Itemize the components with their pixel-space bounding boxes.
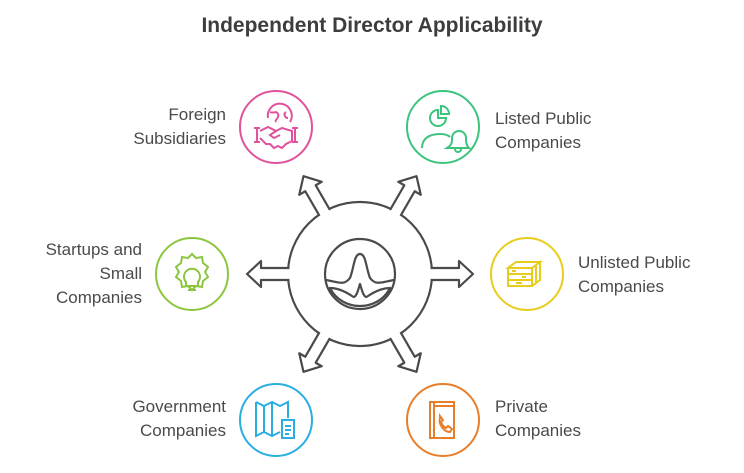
unlisted-public-node [490, 237, 564, 311]
listed-public-node [406, 90, 480, 164]
diagram-title: Independent Director Applicability [201, 14, 543, 37]
label-line: Foreign [168, 105, 226, 124]
bell-curve-icon [325, 252, 395, 308]
label-line: Companies [578, 277, 664, 296]
label-government: Government Companies [90, 395, 226, 443]
private-node [406, 383, 480, 457]
label-startups: Startups and Small Companies [10, 238, 142, 310]
label-foreign-subsidiaries: Foreign Subsidiaries [100, 103, 226, 151]
globe-handshake-icon [254, 102, 298, 150]
label-line: Companies [495, 421, 581, 440]
money-stack-icon [505, 260, 543, 287]
phone-book-icon [429, 401, 455, 439]
label-line: Unlisted Public [578, 253, 691, 272]
label-private: Private Companies [495, 395, 581, 443]
startups-node [155, 237, 229, 311]
label-line: Subsidiaries [133, 129, 226, 148]
label-line: Listed Public [495, 109, 592, 128]
map-document-icon [255, 400, 295, 439]
foreign-subsidiaries-node [239, 90, 313, 164]
bell-curve-icon-frame [323, 237, 397, 311]
person-chart-bell-icon [421, 104, 472, 153]
label-line: Companies [495, 133, 581, 152]
label-line: Startups and [45, 240, 142, 259]
label-line: Small [99, 264, 142, 283]
label-line: Companies [56, 288, 142, 307]
label-listed-public: Listed Public Companies [495, 107, 591, 155]
central-hub [245, 175, 475, 373]
label-line: Private [495, 397, 548, 416]
label-line: Government [132, 397, 226, 416]
lightbulb-gear-icon [174, 252, 210, 292]
label-unlisted-public: Unlisted Public Companies [578, 251, 690, 299]
label-line: Companies [140, 421, 226, 440]
government-node [239, 383, 313, 457]
